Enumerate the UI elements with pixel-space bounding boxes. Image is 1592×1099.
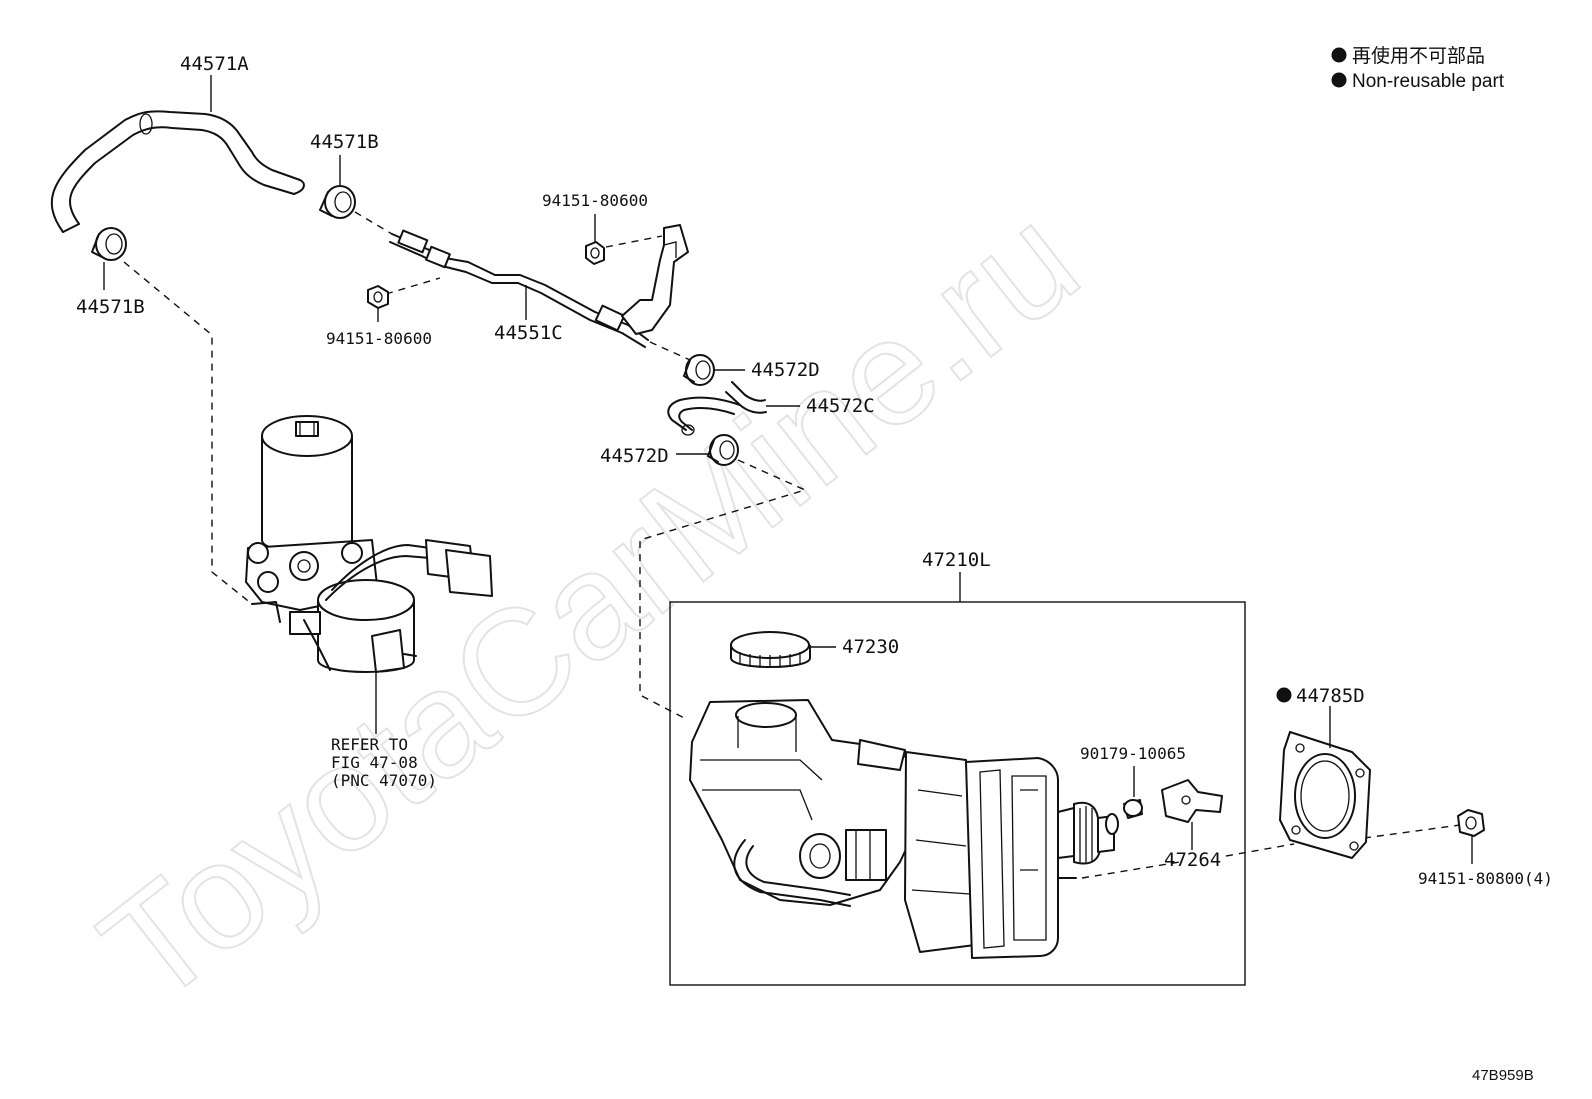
legend-jp: 再使用不可部品 [1352, 45, 1485, 67]
bolt-94151-80800[interactable]: 94151-80800(4) [1418, 809, 1553, 888]
brake-pump-assembly[interactable]: REFER TO FIG 47-08 (PNC 47070) [245, 415, 493, 790]
label-94151-80800: 94151-80800(4) [1418, 869, 1553, 888]
bolt-94151-80600-lower[interactable]: 94151-80600 [326, 285, 432, 348]
pipe-bracket[interactable] [621, 224, 689, 335]
legend: 再使用不可部品 Non-reusable part [1331, 45, 1505, 92]
assembly-47210l[interactable]: 47210L [669, 549, 1246, 986]
label-44572c: 44572C [806, 395, 875, 417]
clip-44571b-lower[interactable]: 44571B [76, 227, 145, 318]
label-44571b-upper: 44571B [310, 131, 379, 153]
clip-44572d-lower[interactable]: 44572D [600, 434, 739, 467]
label-94151-80600-upper: 94151-80600 [542, 191, 648, 210]
brake-master-cylinder-body[interactable] [689, 699, 1119, 959]
figure-code: 47B959B [1472, 1067, 1534, 1084]
connection-lines [123, 211, 1461, 879]
label-47210l: 47210L [922, 549, 991, 571]
reservoir-cap-47230[interactable]: 47230 [730, 631, 899, 668]
label-47264: 47264 [1164, 849, 1221, 871]
label-44571b-lower: 44571B [76, 296, 145, 318]
gasket-44785d[interactable]: 44785D [1276, 685, 1371, 859]
hose-44571a[interactable]: 44571A [50, 53, 305, 233]
clip-44571b-upper[interactable]: 44571B [310, 131, 379, 219]
label-47230: 47230 [842, 636, 899, 658]
label-44551c: 44551C [494, 322, 563, 344]
label-refer-line3: (PNC 47070) [331, 771, 437, 790]
non-reusable-bullet-icon [1276, 687, 1292, 703]
label-94151-80600-lower: 94151-80600 [326, 329, 432, 348]
hose-44572c[interactable]: 44572C [667, 381, 875, 436]
legend-en: Non-reusable part [1352, 71, 1505, 92]
label-44572d-upper: 44572D [751, 359, 820, 381]
label-44785d: 44785D [1296, 685, 1365, 707]
pipe-44551c[interactable]: 44551C [389, 229, 649, 348]
label-refer-line1: REFER TO [331, 735, 408, 754]
bracket-47264[interactable]: 47264 [1161, 779, 1223, 871]
non-reusable-bullet-icon [1331, 72, 1347, 88]
label-44571a: 44571A [180, 53, 249, 75]
bolt-94151-80600-upper[interactable]: 94151-80600 [542, 191, 648, 265]
label-44572d-lower: 44572D [600, 445, 669, 467]
clip-44572d-upper[interactable]: 44572D [683, 354, 820, 386]
non-reusable-bullet-icon [1331, 47, 1347, 63]
label-90179-10065: 90179-10065 [1080, 744, 1186, 763]
label-refer-line2: FIG 47-08 [331, 753, 418, 772]
nut-90179-10065[interactable]: 90179-10065 [1080, 744, 1186, 819]
